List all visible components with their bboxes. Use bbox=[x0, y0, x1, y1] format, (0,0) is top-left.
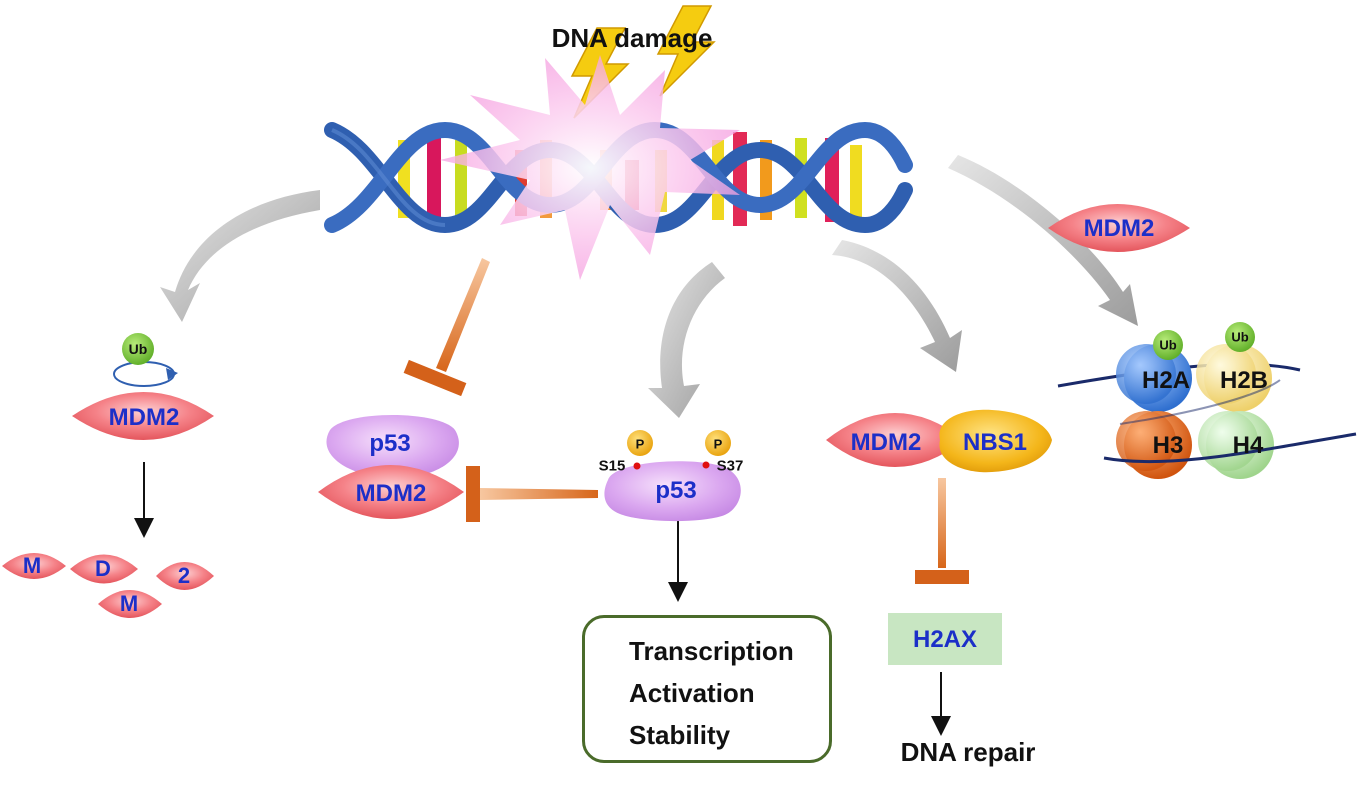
p53-bound-label: p53 bbox=[369, 430, 411, 457]
mdm2-free bbox=[1048, 204, 1190, 252]
site-label-s37: S37 bbox=[716, 457, 744, 475]
mdm2-nbs1-mdm2 bbox=[826, 413, 964, 467]
nucleosome bbox=[1057, 344, 1357, 479]
phospho-label-s15: P bbox=[635, 436, 645, 452]
histone-label-h4: H4 bbox=[1232, 432, 1264, 459]
ub-icon bbox=[122, 333, 154, 365]
fragment-label-2: 2 bbox=[177, 563, 191, 588]
fragment-label-m2: M bbox=[119, 591, 139, 616]
nbs1-label: NBS1 bbox=[962, 429, 1028, 456]
p53-bound bbox=[326, 415, 459, 478]
ub-label: Ub bbox=[128, 341, 148, 357]
ub-label-h2a: Ub bbox=[1159, 337, 1177, 353]
ub-label-h2b: Ub bbox=[1231, 329, 1249, 345]
outcome-activation: Activation bbox=[629, 678, 755, 708]
inhibition-bar-p53-to-complex bbox=[466, 466, 598, 522]
fragment-label-m: M bbox=[22, 553, 42, 578]
p53-label: p53 bbox=[655, 477, 697, 504]
histone-label-h3: H3 bbox=[1152, 432, 1184, 459]
mdm2-fragment-d bbox=[70, 554, 138, 584]
mdm2-label: MDM2 bbox=[108, 404, 180, 431]
phospho-icon-s37 bbox=[705, 430, 731, 456]
histone-label-h2b: H2B bbox=[1219, 367, 1269, 394]
phospho-site-s37 bbox=[702, 461, 710, 469]
phospho-icon-s15 bbox=[627, 430, 653, 456]
h2ax-label: H2AX bbox=[912, 626, 978, 653]
mdm2-fragment-2 bbox=[156, 562, 214, 590]
h2ax-box bbox=[888, 613, 1002, 665]
ub-self-loop bbox=[113, 361, 178, 387]
mdm2-fragment-m2 bbox=[98, 590, 162, 618]
title-dna-damage: DNA damage bbox=[551, 23, 713, 53]
mdm2-bound-label: MDM2 bbox=[355, 480, 427, 507]
inhibition-bar-dna-to-complex bbox=[403, 258, 490, 397]
inhibition-bar-complex-to-h2ax bbox=[915, 478, 969, 584]
outcome-stability: Stability bbox=[629, 720, 731, 750]
ub-icon-h2a bbox=[1153, 330, 1183, 360]
damage-burst bbox=[440, 55, 740, 280]
flow-arrow bbox=[160, 155, 1138, 418]
phospho-site-s15 bbox=[633, 462, 641, 470]
mdm2-nbs1-mdm2-label: MDM2 bbox=[850, 429, 922, 456]
outcome-transcription: Transcription bbox=[629, 636, 794, 666]
outcome-box: Transcription Activation Stability bbox=[582, 615, 832, 763]
histone-label-h2a: H2A bbox=[1141, 367, 1191, 394]
mdm2-bound bbox=[318, 465, 464, 519]
phospho-label-s37: P bbox=[713, 436, 723, 452]
site-label-s15: S15 bbox=[598, 457, 626, 475]
ub-icon-h2b bbox=[1225, 322, 1255, 352]
fragment-label-d: D bbox=[95, 556, 111, 581]
dna-repair-label: DNA repair bbox=[900, 737, 1036, 767]
p53-phosphorylated bbox=[604, 461, 741, 522]
mdm2-protein bbox=[72, 392, 214, 440]
mdm2-fragment-m bbox=[2, 553, 66, 579]
mdm2-free-label: MDM2 bbox=[1083, 215, 1155, 242]
nbs1-protein bbox=[939, 409, 1052, 473]
